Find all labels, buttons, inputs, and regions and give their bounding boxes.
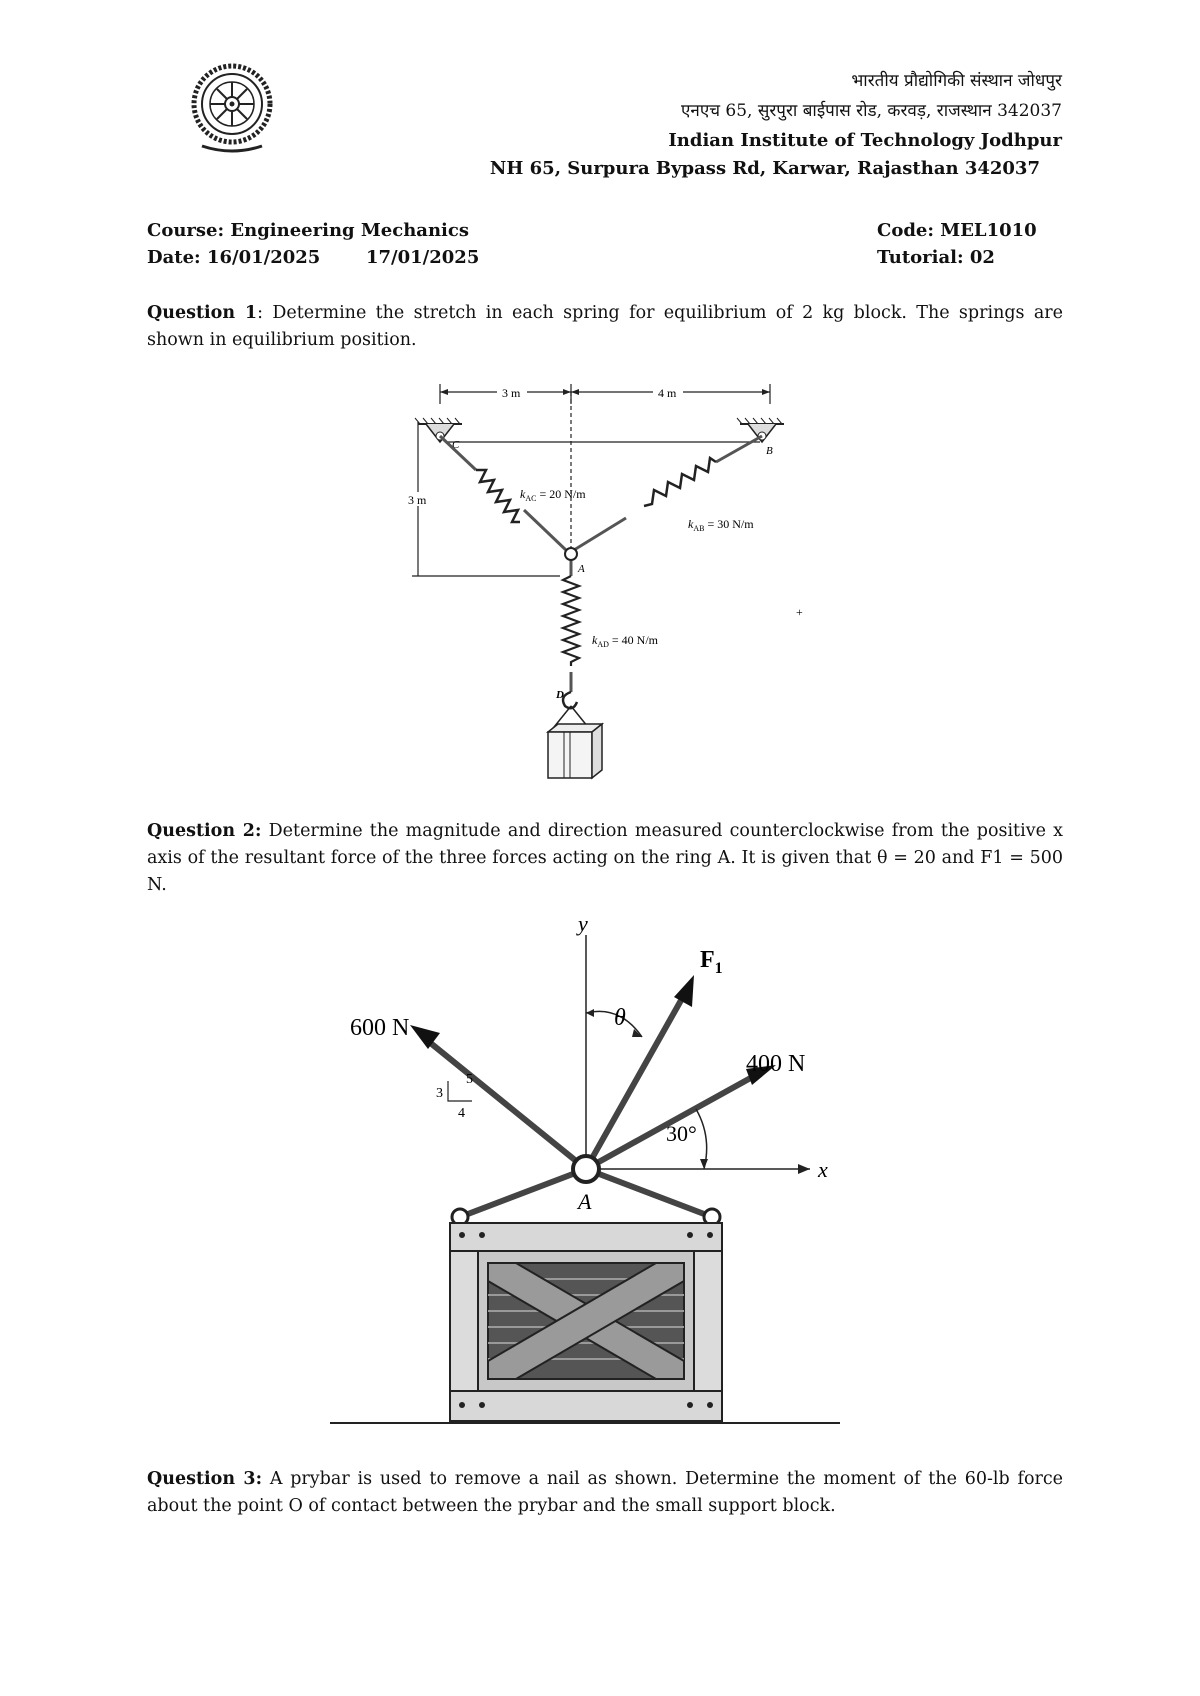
label-c: C [452, 439, 460, 451]
date-alt: 17/01/2025 [366, 247, 480, 268]
institute-name-english: Indian Institute of Technology Jodhpur [668, 130, 1062, 151]
question-2-text: Determine the magnitude and direction me… [147, 821, 1063, 895]
spring-ab [643, 455, 717, 508]
label-b: B [766, 445, 773, 457]
date-label: Date: 16/01/2025 [147, 247, 321, 268]
ring-a [564, 547, 578, 561]
arrow-600 [410, 1025, 440, 1049]
axis-x-label: x [817, 1157, 828, 1182]
institute-address-hindi: एनएच 65, सुरपुरा बाईपास रोड, करवड़, राजस… [680, 101, 1062, 121]
dim-4m: 4 m [658, 386, 677, 400]
plus-mark: + [796, 605, 803, 619]
force-600-label: 600 N [350, 1015, 409, 1041]
course-label: Course: Engineering Mechanics [147, 220, 469, 241]
dim-3m-left: 3 m [408, 493, 427, 507]
label-a: A [576, 1189, 592, 1214]
tri-4: 4 [458, 1106, 465, 1121]
figure-2-crate-forces: y x θ 30° F1 600 N 400 N 3 4 5 A [330, 911, 840, 1424]
figure-1-spring-system: 3 m 4 m 3 m C B A kAC = 20 N/m kAB = 30 … [406, 384, 803, 780]
iit-jodhpur-logo [191, 63, 273, 153]
f1-label: F1 [700, 947, 723, 977]
dim-3m-top: 3 m [502, 386, 521, 400]
tri-3: 3 [436, 1086, 443, 1101]
question-1-title: Question 1 [147, 303, 258, 323]
rope-600 [425, 1038, 589, 1172]
code-label: Code: MEL1010 [877, 220, 1037, 241]
hook [561, 690, 579, 710]
rope-f1 [583, 992, 687, 1172]
question-1-text: : Determine the stretch in each spring f… [147, 303, 1064, 350]
label-a: A [577, 563, 585, 575]
k-ad-label: kAD = 40 N/m [592, 633, 659, 649]
axis-y-label: y [576, 911, 588, 936]
angle-30-label: 30° [666, 1121, 697, 1146]
question-2: Question 2: Determine the magnitude and … [147, 818, 1063, 899]
force-400-label: 400 N [746, 1051, 805, 1077]
block [545, 722, 605, 780]
k-ab-label: kAB = 30 N/m [688, 517, 754, 533]
ring-a [571, 1154, 601, 1184]
question-3-title: Question 3: [147, 1469, 263, 1489]
question-1: Question 1: Determine the stretch in eac… [147, 300, 1063, 354]
support-b [736, 417, 784, 444]
spring-ac [476, 468, 521, 524]
arrow-f1 [674, 975, 694, 1007]
question-3: Question 3: A prybar is used to remove a… [147, 1466, 1063, 1520]
k-ac-label: kAC = 20 N/m [520, 487, 586, 503]
arrow-400 [746, 1065, 776, 1085]
tutorial-label: Tutorial: 02 [877, 247, 995, 268]
crate [449, 1207, 723, 1422]
rope-400 [583, 1072, 759, 1172]
theta-label: θ [614, 1005, 626, 1031]
label-d: D [555, 689, 564, 701]
question-3-text: A prybar is used to remove a nail as sho… [147, 1469, 1063, 1516]
question-2-title: Question 2: [147, 821, 262, 841]
spring-ad [559, 575, 583, 666]
institute-address-english: NH 65, Surpura Bypass Rd, Karwar, Rajast… [489, 158, 1040, 179]
institute-name-hindi: भारतीय प्रौद्योगिकी संस्थान जोधपुर [851, 71, 1062, 91]
tri-5: 5 [466, 1072, 473, 1087]
